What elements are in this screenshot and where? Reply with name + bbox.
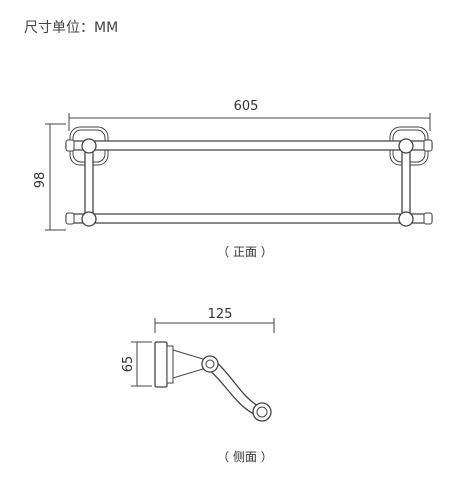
side-wall-plate [154, 341, 204, 388]
front-view: 605 98 [33, 99, 433, 259]
unit-label: 尺寸单位：MM [24, 20, 119, 36]
bottom-left-knob [81, 211, 97, 227]
side-height-dimension: 65 [121, 341, 152, 387]
side-depth-dimension: 125 [154, 307, 275, 333]
side-view: 125 65 （ 侧面 ） [121, 307, 275, 464]
top-left-knob [81, 138, 97, 154]
bottom-right-knob [398, 211, 414, 227]
right-post [401, 147, 411, 219]
front-height-dimension: 98 [33, 123, 66, 231]
top-bar [65, 139, 433, 152]
left-post [84, 147, 94, 219]
side-end-knob [252, 402, 272, 422]
side-depth-value: 125 [208, 307, 233, 322]
side-view-caption: （ 侧面 ） [217, 450, 273, 464]
front-width-value: 605 [234, 99, 259, 114]
bottom-bar [65, 212, 433, 225]
side-top-knob [201, 355, 219, 373]
front-width-dimension: 605 [68, 99, 431, 131]
top-right-knob [398, 138, 414, 154]
front-view-caption: （ 正面 ） [217, 245, 273, 259]
side-height-value: 65 [121, 356, 136, 373]
front-height-value: 98 [33, 172, 48, 189]
